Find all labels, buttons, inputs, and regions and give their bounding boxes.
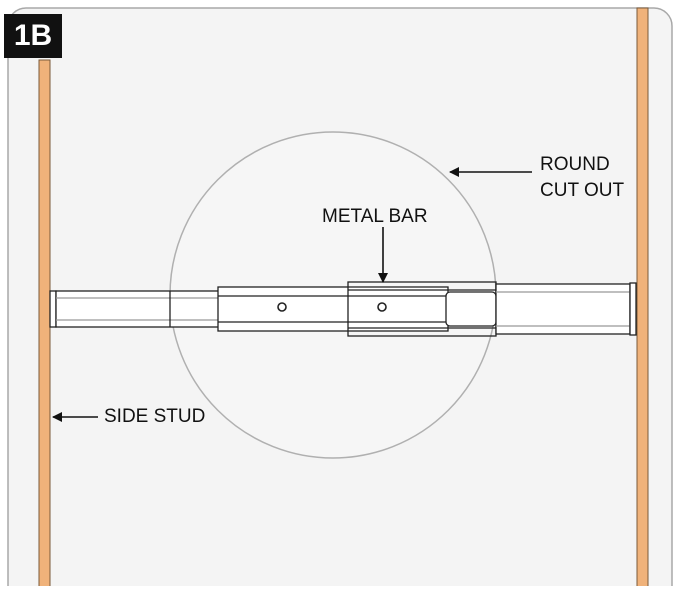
bar-hole-left [277,302,287,312]
left-side-stud [38,59,51,591]
label-metal-bar: METAL BAR [322,206,428,227]
left-outer-rail [55,290,221,328]
bar-hole-right [377,302,387,312]
label-side-stud: SIDE STUD [104,406,206,427]
left-end-cap [49,290,57,328]
inner-slider [445,291,497,327]
label-round: ROUND [540,154,610,175]
right-side-stud [636,7,649,591]
metal-bar-assembly [49,281,637,337]
right-end-cap [629,282,637,336]
label-cut-out: CUT OUT [540,180,625,201]
middle-sleeve [217,286,449,332]
step-badge: 1B [4,14,62,58]
